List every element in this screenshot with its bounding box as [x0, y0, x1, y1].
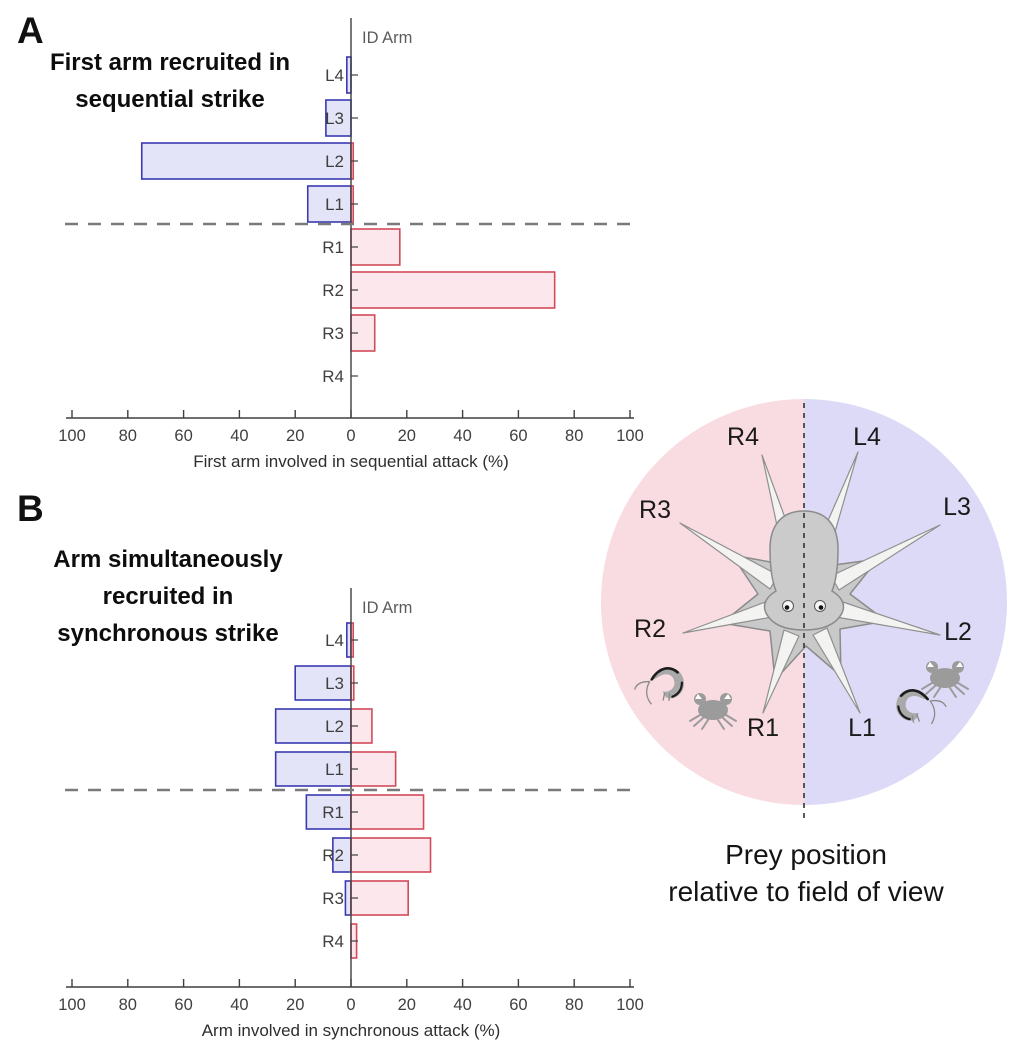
octopus-arm-labels: R4 L4 R3 L3 R2 L2 R1 L1 — [634, 423, 972, 742]
category-label-R2: R2 — [322, 281, 344, 300]
arm-label-L1: L1 — [848, 714, 876, 742]
octopus-field-of-view-diagram: R4 L4 R3 L3 R2 L2 R1 L1 — [601, 399, 1007, 823]
x-tick-label: 100 — [616, 996, 644, 1014]
panel-b-title: Arm simultaneously recruited in synchron… — [22, 541, 314, 652]
category-label-L4: L4 — [325, 631, 344, 650]
x-tick-label: 80 — [565, 427, 583, 445]
x-tick-label: 100 — [58, 996, 86, 1014]
arm-spike-L1 — [812, 627, 861, 714]
panel-b-letter: B — [17, 488, 44, 529]
bar-R1-blue — [305, 794, 352, 830]
category-label-L3: L3 — [325, 674, 344, 693]
octopus-body — [763, 510, 845, 631]
x-tick-label: 20 — [398, 427, 416, 445]
x-tick-label: 0 — [346, 996, 355, 1014]
x-tick-label: 100 — [616, 427, 644, 445]
category-label-R4: R4 — [322, 367, 344, 386]
category-label-L1: L1 — [325, 760, 344, 779]
category-label-R1: R1 — [322, 803, 344, 822]
category-label-L4: L4 — [325, 66, 344, 85]
category-label-L2: L2 — [325, 717, 344, 736]
panel-a-title-line2: sequential strike — [75, 86, 265, 113]
panel-b-title-line2: recruited in — [102, 583, 234, 610]
category-label-L1: L1 — [325, 195, 344, 214]
category-label-R1: R1 — [322, 238, 344, 257]
left-visual-field-half — [601, 399, 804, 805]
x-tick-label: 60 — [174, 427, 192, 445]
arm-label-R4: R4 — [727, 423, 759, 451]
x-tick-label: 40 — [230, 427, 248, 445]
shrimp-icon-left — [634, 667, 684, 705]
shrimp-icon-right — [896, 689, 947, 725]
category-label-R4: R4 — [322, 932, 344, 951]
panel-a-letter: A — [17, 10, 44, 51]
panel-b-title-line1: Arm simultaneously — [53, 546, 283, 573]
x-tick-label: 40 — [230, 996, 248, 1014]
id-arm-axis-label: ID Arm — [362, 599, 412, 617]
bar-R3-blue — [344, 880, 352, 916]
bar-L1-red — [350, 751, 397, 787]
x-tick-label: 60 — [509, 996, 527, 1014]
octopus-left-pupil — [784, 605, 790, 610]
category-label-R3: R3 — [322, 324, 344, 343]
bar-L2-blue — [140, 142, 352, 180]
caption-line2: relative to field of view — [668, 876, 944, 907]
panel-a-title-line1: First arm recruited in — [49, 49, 291, 76]
crab-icon-right — [921, 661, 969, 698]
bar-R3-red — [350, 880, 409, 916]
arm-label-R2: R2 — [634, 615, 666, 643]
x-tick-label: 80 — [119, 427, 137, 445]
bar-R1-red — [350, 794, 425, 830]
diagram-caption: Prey position relative to field of view — [596, 836, 1016, 910]
octopus-right-pupil — [818, 605, 824, 610]
bar-R2-red — [350, 271, 556, 309]
x-tick-label: 40 — [453, 996, 471, 1014]
arm-label-R3: R3 — [639, 496, 671, 524]
panel-a-title: First arm recruited in sequential strike — [30, 44, 310, 118]
x-tick-label: 20 — [398, 996, 416, 1014]
arm-label-L4: L4 — [853, 423, 881, 451]
panel-b-title-line3: synchronous strike — [57, 620, 279, 647]
x-tick-label: 80 — [565, 996, 583, 1014]
bar-L1-blue — [274, 751, 352, 787]
arm-label-L2: L2 — [944, 618, 972, 646]
bar-R2-red — [350, 837, 432, 873]
crab-icon-left — [689, 693, 737, 730]
x-axis-label: First arm involved in sequential attack … — [193, 452, 509, 471]
x-tick-label: 20 — [286, 427, 304, 445]
x-tick-label: 60 — [174, 996, 192, 1014]
x-tick-label: 0 — [346, 427, 355, 445]
id-arm-axis-label: ID Arm — [362, 29, 412, 47]
category-label-L3: L3 — [325, 109, 344, 128]
x-tick-label: 60 — [509, 427, 527, 445]
category-label-L2: L2 — [325, 152, 344, 171]
x-tick-label: 20 — [286, 996, 304, 1014]
arm-label-L3: L3 — [943, 493, 971, 521]
x-axis-label: Arm involved in synchronous attack (%) — [202, 1021, 501, 1040]
arm-spike-R1 — [762, 629, 800, 714]
caption-line1: Prey position — [725, 839, 887, 870]
bar-L2-blue — [274, 708, 352, 744]
bar-R1-red — [350, 228, 401, 266]
bar-L3-blue — [325, 99, 352, 137]
bar-L3-blue — [294, 665, 352, 701]
x-tick-label: 100 — [58, 427, 86, 445]
x-tick-label: 80 — [119, 996, 137, 1014]
arm-label-R1: R1 — [747, 714, 779, 742]
category-label-R3: R3 — [322, 889, 344, 908]
x-tick-label: 40 — [453, 427, 471, 445]
category-label-R2: R2 — [322, 846, 344, 865]
